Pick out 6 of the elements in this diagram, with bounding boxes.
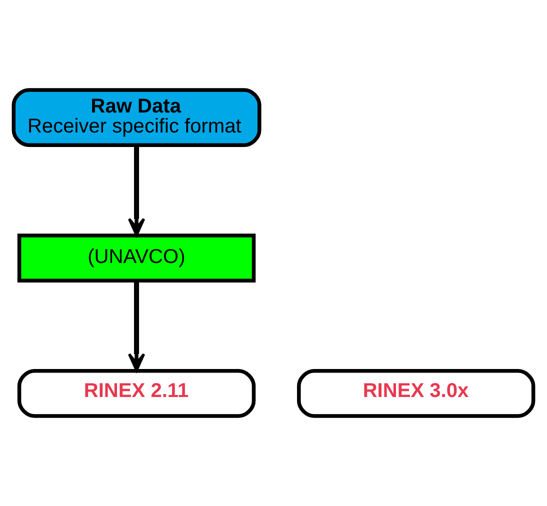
arrow [128, 145, 146, 236]
node-box: Raw Data Receiver specific format [12, 88, 262, 148]
node-box: (UNAVCO) [17, 234, 256, 282]
node-box: RINEX 2.11 [17, 368, 256, 418]
node-box: RINEX 3.0x [297, 368, 536, 418]
arrow [128, 280, 146, 372]
